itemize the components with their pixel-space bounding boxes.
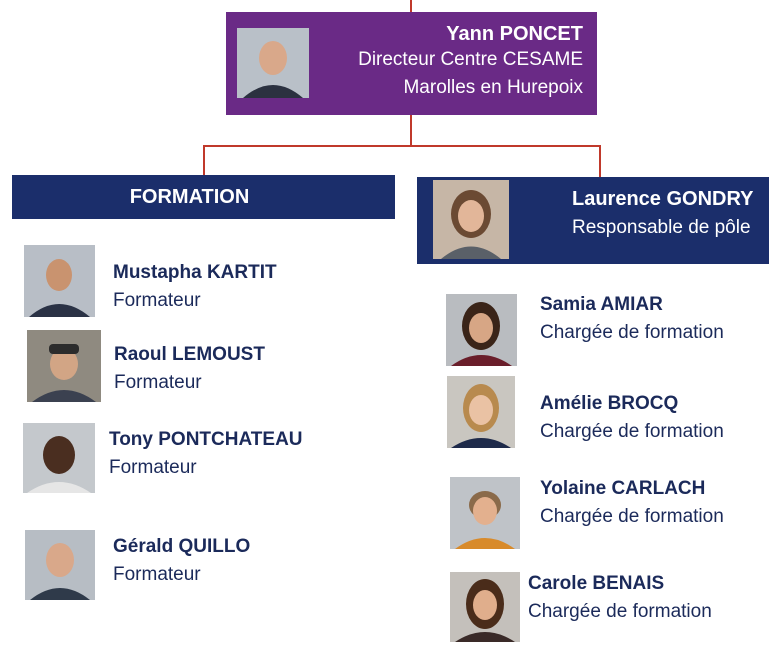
connector-right-down <box>599 145 601 178</box>
member-role: Chargée de formation <box>540 322 724 343</box>
director-title: Directeur Centre CESAME <box>358 49 583 70</box>
person-avatar-icon <box>450 572 520 642</box>
member-name: Carole BENAIS <box>528 573 665 594</box>
director-photo <box>237 28 309 98</box>
person-avatar-icon <box>27 330 101 402</box>
member-photo <box>450 572 520 642</box>
responsable-name: Laurence GONDRY <box>572 188 754 210</box>
member-name: Samia AMIAR <box>540 294 663 315</box>
director-name: Yann PONCET <box>446 23 583 45</box>
responsable-box: Laurence GONDRY Responsable de pôle <box>417 177 769 264</box>
person-avatar-icon <box>25 530 95 600</box>
member-photo <box>446 294 517 366</box>
member-role: Formateur <box>109 457 197 478</box>
connector-horizontal <box>203 145 601 147</box>
member-photo <box>450 477 520 549</box>
connector-left-down <box>203 145 205 176</box>
member-name: Tony PONTCHATEAU <box>109 429 303 450</box>
list-item: Samia AMIAR Chargée de formation <box>540 292 724 348</box>
list-item: Gérald QUILLO Formateur <box>113 534 250 590</box>
person-avatar-icon <box>447 376 515 448</box>
list-item: Carole BENAIS Chargée de formation <box>528 571 712 627</box>
member-name: Mustapha KARTIT <box>113 262 277 283</box>
responsable-photo <box>433 180 509 259</box>
member-role: Formateur <box>113 564 201 585</box>
person-avatar-icon <box>23 423 95 493</box>
formation-header: FORMATION <box>12 175 395 219</box>
member-role: Chargée de formation <box>540 506 724 527</box>
list-item: Tony PONTCHATEAU Formateur <box>109 427 303 483</box>
list-item: Raoul LEMOUST Formateur <box>114 342 265 398</box>
responsable-text: Laurence GONDRY Responsable de pôle <box>572 185 754 243</box>
person-avatar-icon <box>433 180 509 259</box>
person-avatar-icon <box>24 245 95 317</box>
person-avatar-icon <box>237 28 309 98</box>
member-photo <box>23 423 95 493</box>
member-photo <box>447 376 515 448</box>
person-avatar-icon <box>450 477 520 549</box>
connector-top <box>410 0 412 12</box>
formation-header-label: FORMATION <box>129 186 250 208</box>
director-location: Marolles en Hurepoix <box>403 77 583 98</box>
member-role: Chargée de formation <box>540 421 724 442</box>
list-item: Amélie BROCQ Chargée de formation <box>540 391 724 447</box>
person-avatar-icon <box>446 294 517 366</box>
director-box: Yann PONCET Directeur Centre CESAME Maro… <box>226 12 597 115</box>
member-name: Yolaine CARLACH <box>540 478 706 499</box>
member-role: Formateur <box>113 290 201 311</box>
member-name: Gérald QUILLO <box>113 536 251 557</box>
member-name: Amélie BROCQ <box>540 393 679 414</box>
director-text: Yann PONCET Directeur Centre CESAME Maro… <box>358 22 583 102</box>
member-role: Chargée de formation <box>528 601 712 622</box>
member-photo <box>27 330 101 402</box>
member-name: Raoul LEMOUST <box>114 344 265 365</box>
connector-director-down <box>410 115 412 146</box>
list-item: Mustapha KARTIT Formateur <box>113 260 277 316</box>
member-role: Formateur <box>114 372 202 393</box>
responsable-role: Responsable de pôle <box>572 217 751 238</box>
member-photo <box>25 530 95 600</box>
member-photo <box>24 245 95 317</box>
list-item: Yolaine CARLACH Chargée de formation <box>540 476 724 532</box>
